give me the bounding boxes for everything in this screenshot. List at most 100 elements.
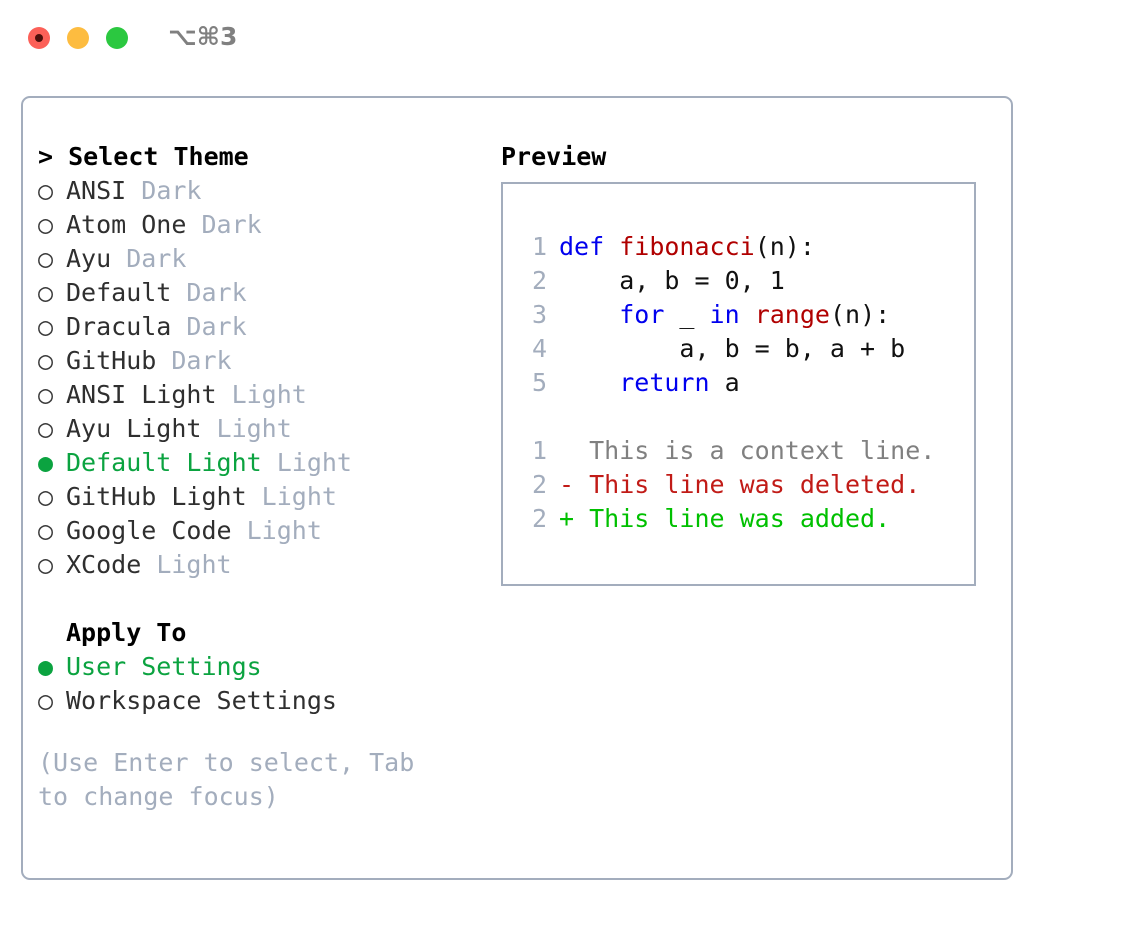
theme-option-tag: Dark: [171, 278, 247, 307]
code-token: (n):: [754, 232, 815, 261]
code-token: (n):: [829, 300, 891, 329]
radio-selected-icon: ●: [38, 448, 69, 477]
close-window-button[interactable]: [28, 27, 50, 49]
theme-list: ○ ANSI Dark○ Atom One Dark○ Ayu Dark○ De…: [38, 174, 478, 582]
code-token: return: [619, 368, 710, 397]
theme-option-name: ANSI: [66, 176, 127, 205]
theme-option-name: Atom One: [66, 210, 187, 239]
theme-option-name: Google Code: [66, 516, 232, 545]
code-token: [559, 368, 619, 397]
apply-to-option-workspace-settings[interactable]: ○ Workspace Settings: [38, 684, 478, 718]
theme-option-google-code[interactable]: ○ Google Code Light: [38, 514, 478, 548]
theme-option-github[interactable]: ○ GitHub Dark: [38, 344, 478, 378]
select-theme-prompt-caret: >: [38, 142, 69, 171]
diff-marker: -: [559, 470, 575, 499]
preview-header: Preview: [501, 142, 607, 171]
theme-option-tag: Dark: [171, 312, 247, 341]
select-theme-header-label: Select Theme: [68, 142, 249, 171]
code-token: fibonacci: [619, 232, 755, 261]
radio-unselected-icon: ○: [38, 414, 69, 443]
theme-option-ansi-light[interactable]: ○ ANSI Light Light: [38, 378, 478, 412]
theme-option-name: XCode: [66, 550, 142, 579]
line-number: 2: [531, 504, 547, 533]
theme-option-tag: Light: [216, 380, 307, 409]
theme-option-ayu[interactable]: ○ Ayu Dark: [38, 242, 478, 276]
theme-option-ayu-light[interactable]: ○ Ayu Light Light: [38, 412, 478, 446]
theme-option-tag: Light: [261, 448, 352, 477]
theme-option-name: Default: [66, 278, 172, 307]
theme-option-tag: Light: [231, 516, 322, 545]
theme-option-tag: Light: [201, 414, 292, 443]
theme-option-github-light[interactable]: ○ GitHub Light Light: [38, 480, 478, 514]
title-bar: ⌥⌘3: [0, 0, 1140, 78]
theme-option-name: Dracula: [66, 312, 172, 341]
theme-option-name: Default Light: [66, 448, 262, 477]
code-diff-spacer: [517, 400, 968, 434]
theme-option-default[interactable]: ○ Default Dark: [38, 276, 478, 310]
theme-option-ansi[interactable]: ○ ANSI Dark: [38, 174, 478, 208]
code-token: in: [709, 300, 740, 329]
radio-unselected-icon: ○: [38, 516, 69, 545]
theme-option-atom-one[interactable]: ○ Atom One Dark: [38, 208, 478, 242]
theme-option-name: GitHub Light: [66, 482, 247, 511]
line-number: 5: [531, 368, 547, 397]
theme-option-name: ANSI Light: [66, 380, 217, 409]
theme-option-tag: Dark: [186, 210, 262, 239]
theme-option-tag: Dark: [156, 346, 232, 375]
line-number: 2: [531, 470, 547, 499]
theme-option-name: GitHub: [66, 346, 157, 375]
theme-option-name: Ayu: [66, 244, 112, 273]
theme-option-tag: Light: [246, 482, 337, 511]
code-token: [740, 300, 755, 329]
apply-to-header: Apply To: [66, 618, 187, 647]
diff-line-add: 2+ This line was added.: [517, 502, 968, 536]
radio-unselected-icon: ○: [38, 278, 69, 307]
minimize-window-button[interactable]: [67, 27, 89, 49]
code-line: 2 a, b = 0, 1: [517, 264, 968, 298]
theme-option-dracula[interactable]: ○ Dracula Dark: [38, 310, 478, 344]
radio-unselected-icon: ○: [38, 380, 69, 409]
code-token: for: [619, 300, 665, 329]
code-token: def: [559, 232, 620, 261]
code-token: range: [754, 300, 830, 329]
code-line: 4 a, b = b, a + b: [517, 332, 968, 366]
diff-line-del: 2- This line was deleted.: [517, 468, 968, 502]
traffic-light-group: [28, 27, 128, 49]
theme-option-xcode[interactable]: ○ XCode Light: [38, 548, 478, 582]
line-number: 2: [531, 266, 547, 295]
theme-option-default-light[interactable]: ● Default Light Light: [38, 446, 478, 480]
window-title: ⌥⌘3: [168, 22, 238, 51]
diff-marker: +: [559, 504, 575, 533]
code-token: a, b = 0, 1: [559, 266, 785, 295]
radio-unselected-icon: ○: [38, 550, 69, 579]
radio-selected-icon: ●: [38, 652, 69, 681]
line-number: 1: [531, 232, 547, 261]
apply-to-option-name: User Settings: [66, 652, 262, 681]
theme-option-tag: Dark: [111, 244, 187, 273]
code-token: a, b = b, a + b: [559, 334, 906, 363]
code-token: a: [709, 368, 740, 397]
keyboard-hint: (Use Enter to select, Tab to change focu…: [38, 748, 430, 811]
diff-sample: 1 This is a context line.2- This line wa…: [517, 434, 968, 536]
theme-option-name: Ayu Light: [66, 414, 202, 443]
code-line: 1 def fibonacci(n):: [517, 230, 968, 264]
code-token: [559, 300, 619, 329]
theme-selection-column: > Select Theme ○ ANSI Dark○ Atom One Dar…: [38, 140, 478, 814]
diff-marker: [559, 436, 574, 465]
list-spacer: [38, 582, 478, 616]
code-line: 5 return a: [517, 366, 968, 400]
code-line: 3 for _ in range(n):: [517, 298, 968, 332]
apply-to-option-user-settings[interactable]: ● User Settings: [38, 650, 478, 684]
line-number: 4: [531, 334, 547, 363]
maximize-window-button[interactable]: [106, 27, 128, 49]
radio-unselected-icon: ○: [38, 482, 69, 511]
apply-to-option-name: Workspace Settings: [66, 686, 337, 715]
radio-unselected-icon: ○: [38, 176, 69, 205]
line-number: 3: [531, 300, 547, 329]
select-theme-header: > Select Theme: [38, 140, 478, 174]
radio-unselected-icon: ○: [38, 244, 69, 273]
